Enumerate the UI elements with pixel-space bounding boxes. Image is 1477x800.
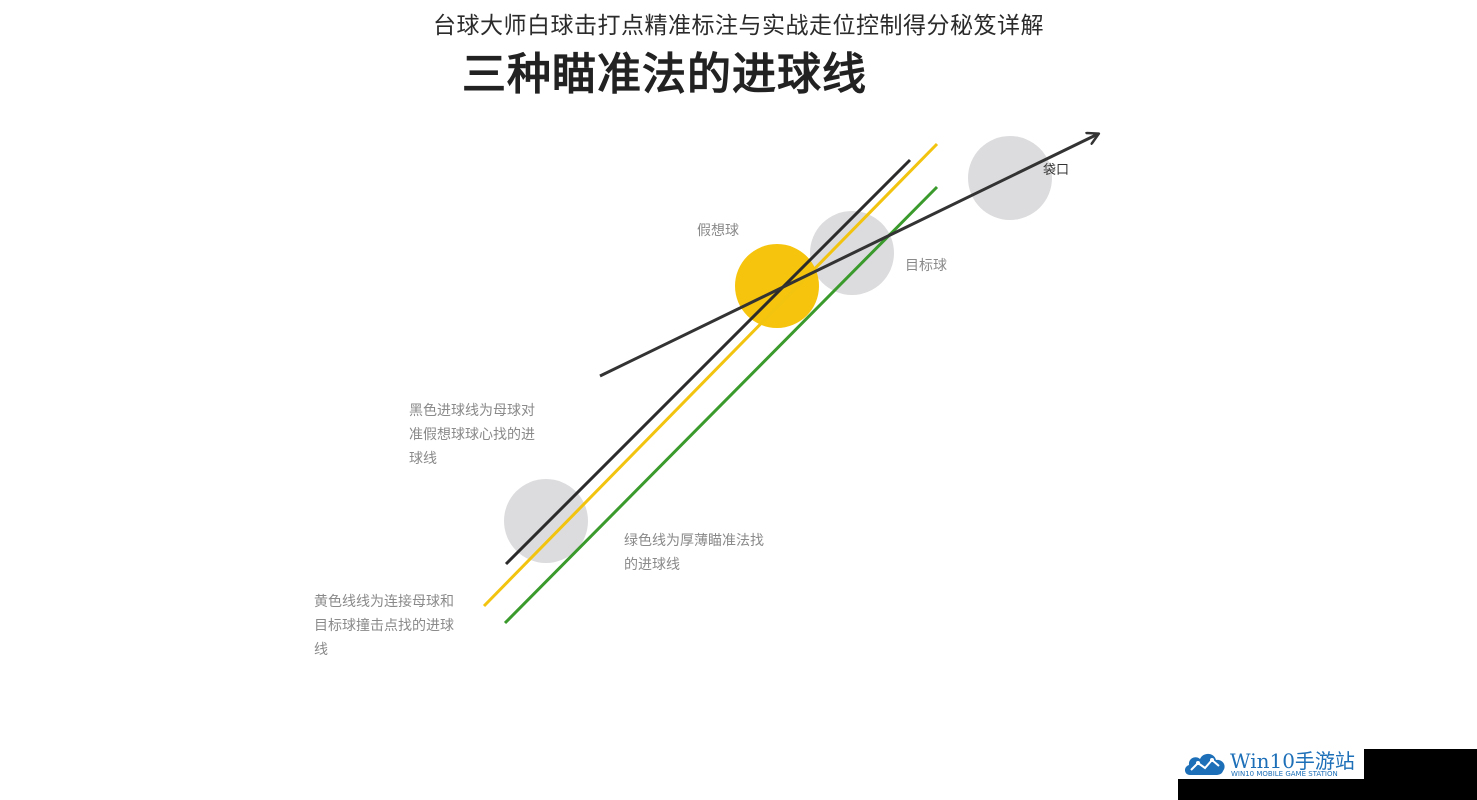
yellow-line-description: 黄色线线为连接母球和 目标球撞击点找的进球 线 bbox=[314, 590, 454, 662]
pocket-arrow bbox=[599, 134, 1098, 378]
watermark-site-name: Win10手游站 bbox=[1230, 749, 1355, 773]
green-line-description: 绿色线为厚薄瞄准法找 的进球线 bbox=[624, 529, 764, 577]
pocket-label: 袋口 bbox=[1043, 163, 1070, 178]
target-ball-label: 目标球 bbox=[905, 258, 947, 274]
green-line-description-line: 的进球线 bbox=[624, 557, 680, 573]
yellow-line-description-line: 黄色线线为连接母球和 bbox=[314, 594, 454, 610]
cue-ball bbox=[504, 479, 588, 563]
yellow-line-description-line: 目标球撞击点找的进球 bbox=[314, 618, 454, 634]
watermark-site-subtitle: WIN10 MOBILE GAME STATION bbox=[1231, 770, 1338, 778]
page-caption: 台球大师白球击打点精准标注与实战走位控制得分秘笈详解 bbox=[433, 13, 1044, 39]
black-line-description: 黑色进球线为母球对 准假想球球心找的进 球线 bbox=[409, 399, 535, 471]
ghost-ball bbox=[735, 244, 819, 328]
yellow-line-description-line: 线 bbox=[314, 642, 328, 658]
black-line-description-line: 黑色进球线为母球对 bbox=[409, 403, 535, 419]
black-line-description-line: 球线 bbox=[409, 451, 437, 467]
green-line-description-line: 绿色线为厚薄瞄准法找 bbox=[624, 533, 764, 549]
diagram-title: 三种瞄准法的进球线 bbox=[462, 49, 867, 100]
green-aim-line bbox=[503, 185, 939, 625]
ghost-ball-label: 假想球 bbox=[697, 223, 739, 239]
watermark-black-block bbox=[1364, 749, 1477, 800]
black-line-description-line: 准假想球球心找的进 bbox=[409, 427, 535, 443]
black-aim-line bbox=[504, 158, 912, 566]
site-watermark: Win10手游站 WIN10 MOBILE GAME STATION bbox=[1178, 745, 1477, 800]
yellow-aim-line bbox=[482, 142, 939, 608]
cloud-network-icon bbox=[1184, 753, 1225, 775]
